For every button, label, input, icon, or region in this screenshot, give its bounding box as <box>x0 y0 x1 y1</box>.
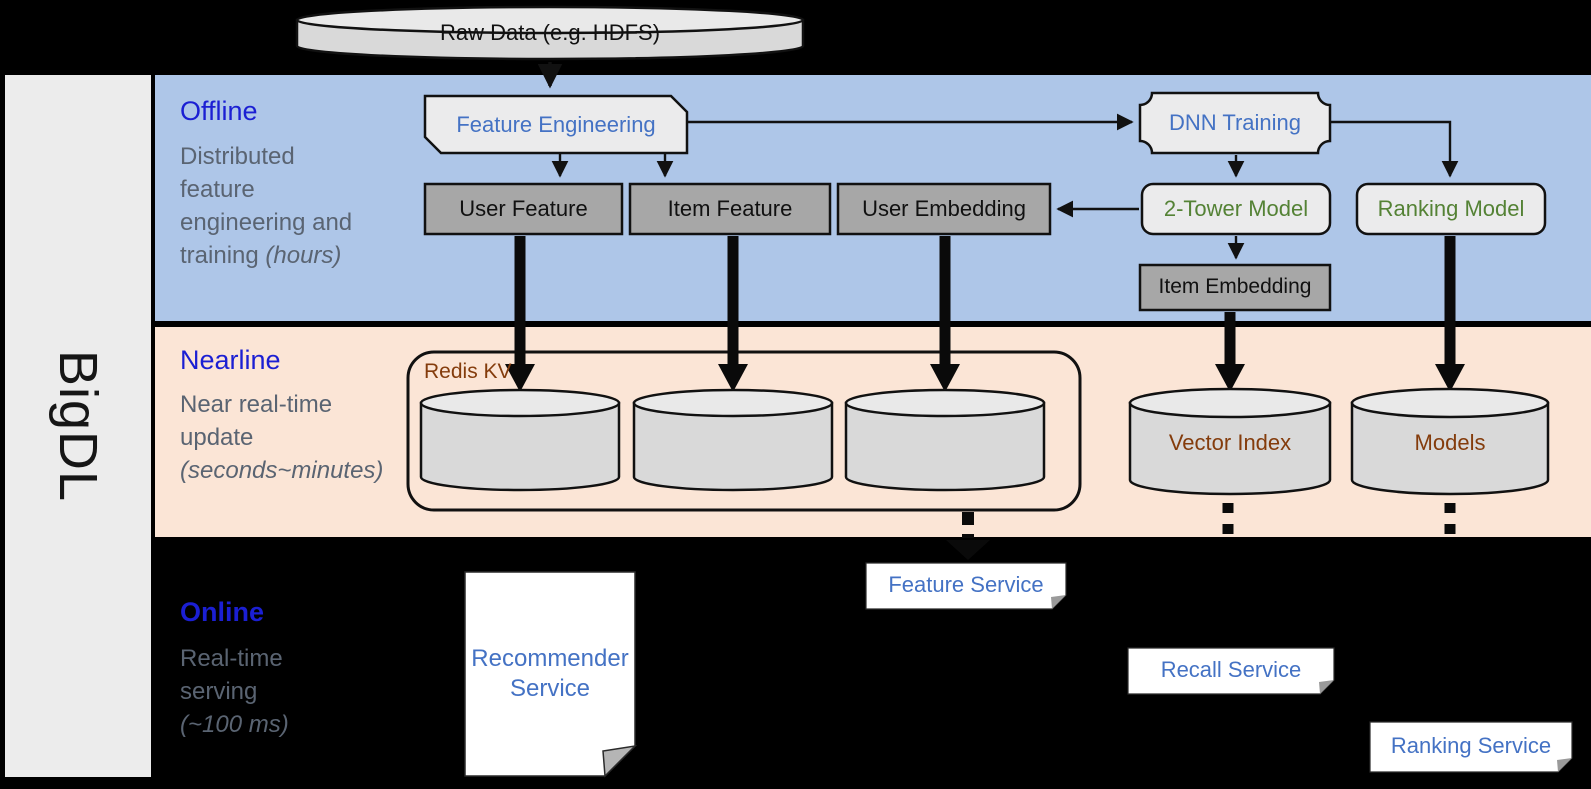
arrow-dnn-to-ranking-model <box>1331 120 1459 178</box>
dnn-training-box <box>1138 91 1332 155</box>
recall-service-label: Recall Service <box>1160 657 1302 683</box>
two-tower-model-box <box>1140 182 1332 236</box>
user-embedding-box <box>836 182 1052 236</box>
kv-cylinder-3 <box>844 401 1046 492</box>
user-feature-box <box>423 182 624 236</box>
ranking-service-label: Ranking Service <box>1390 733 1552 759</box>
dashed-arrowhead-feature-service <box>946 540 990 560</box>
item-feature-label: Item Feature <box>667 196 793 222</box>
item-embedding-box <box>1138 263 1332 312</box>
redis-kv-container <box>406 350 1082 512</box>
models-cylinder <box>1350 401 1550 496</box>
recommender-service-fold <box>602 744 638 778</box>
offline-title: Offline <box>180 96 258 126</box>
thick-arrowheads <box>505 364 1465 392</box>
kv-cylinders <box>419 388 1046 492</box>
redis-kv-label: Redis KV <box>424 359 512 383</box>
nearline-title: Nearline <box>180 345 281 375</box>
recommender-service-label: Recommender Service <box>471 644 629 702</box>
dnn-training-label: DNN Training <box>1168 110 1302 136</box>
online-title: Online <box>180 597 265 627</box>
item-feature-box <box>628 182 832 236</box>
kv-cylinder-1-top <box>419 388 621 418</box>
models-label: Models <box>1414 430 1486 456</box>
kv-cylinder-3-top <box>844 388 1046 418</box>
kv-cylinder-2-top <box>632 388 834 418</box>
vector-index-cylinder <box>1128 401 1332 496</box>
two-tower-model-label: 2-Tower Model <box>1163 196 1309 222</box>
recall-service-fold <box>1319 680 1334 694</box>
kv-cylinder-2 <box>632 401 834 492</box>
vector-index-cylinder-top <box>1128 387 1332 419</box>
user-feature-label: User Feature <box>459 196 588 222</box>
feature-service-label: Feature Service <box>888 572 1044 598</box>
raw-data-label: Raw Data (e.g. HDFS) <box>439 20 661 46</box>
user-embedding-label: User Embedding <box>862 196 1026 222</box>
ranking-model-box <box>1355 182 1547 236</box>
online-description: Real-time serving (~100 ms) <box>180 645 289 738</box>
ranking-service-fold <box>1557 758 1572 772</box>
feature-engineering-label: Feature Engineering <box>456 111 656 137</box>
feature-service-fold <box>1051 595 1066 609</box>
offline-description: Distributed feature engineering and trai… <box>180 143 353 269</box>
bigdl-sidebar: BigDL <box>5 75 151 777</box>
ranking-model-label: Ranking Model <box>1377 196 1525 222</box>
feature-engineering-box <box>423 94 689 155</box>
thick-arrows <box>514 236 1456 366</box>
models-cylinder-top <box>1350 387 1550 419</box>
kv-cylinder-1 <box>419 401 621 492</box>
item-embedding-label: Item Embedding <box>1158 275 1312 299</box>
raw-data-cylinder-top <box>295 5 805 35</box>
vector-index-label: Vector Index <box>1168 430 1292 456</box>
nearline-description: Near real-time update (seconds~minutes) <box>180 391 384 484</box>
